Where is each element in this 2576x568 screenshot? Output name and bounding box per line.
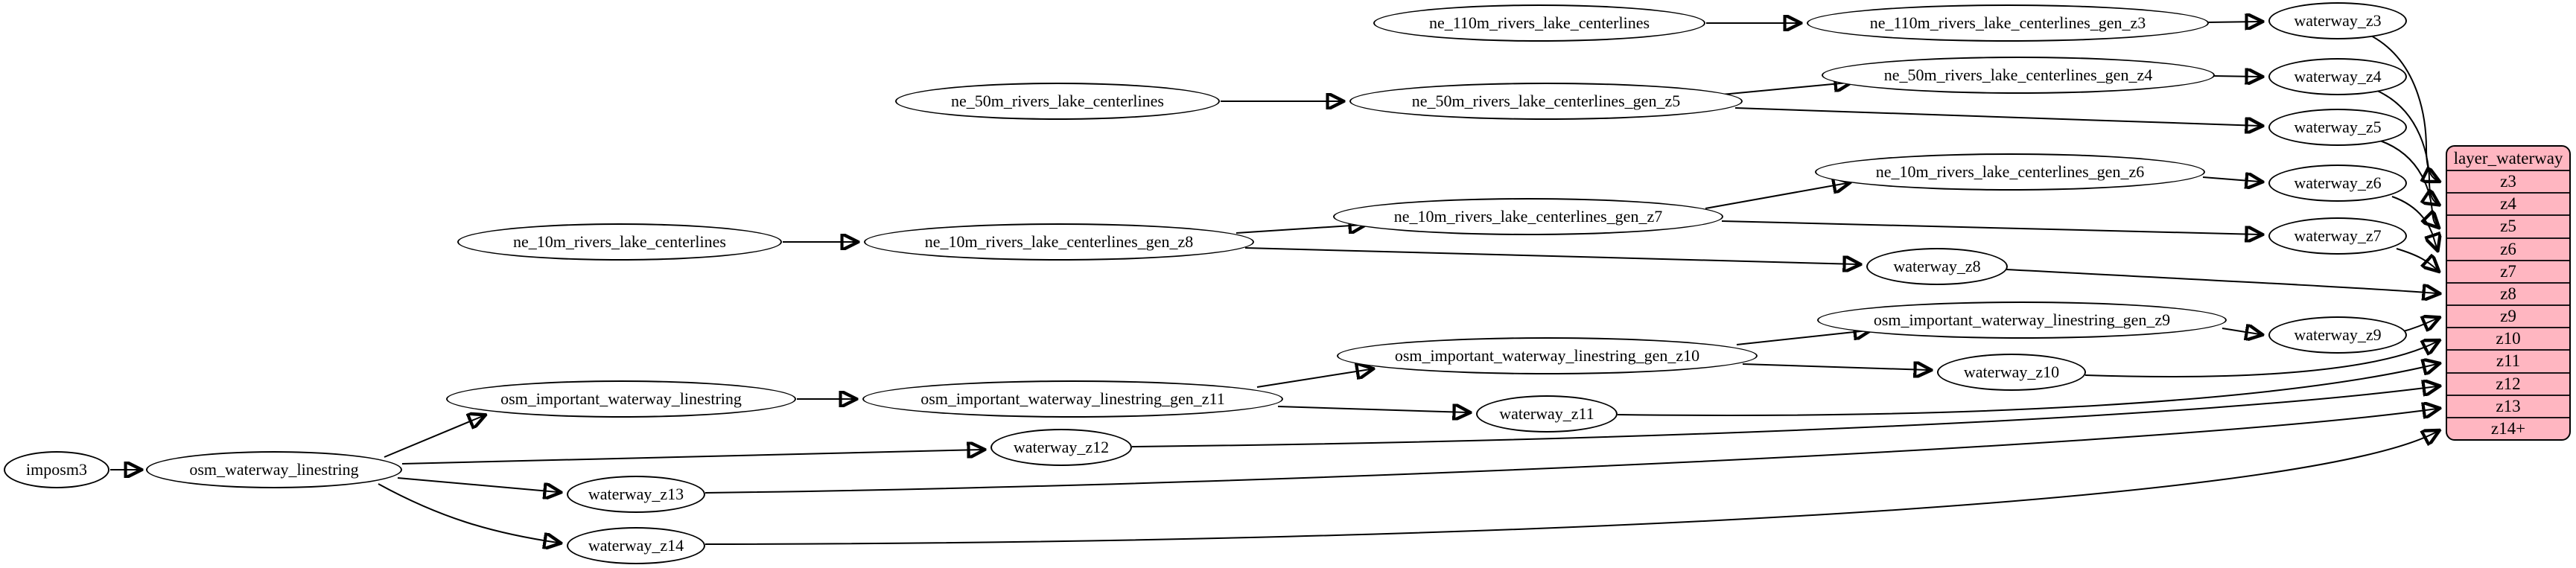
edge-waterway-z9-row-z9: [2400, 319, 2437, 333]
node-ne-10m-rivers-lake-centerlines-gen-z8: ne_10m_rivers_lake_centerlines_gen_z8: [864, 223, 1254, 261]
edge-gen-z11-waterway-z11: [1277, 406, 1467, 412]
edge-waterway-z8-row-z8: [2006, 269, 2437, 293]
node-waterway-z10: waterway_z10: [1937, 354, 2086, 391]
layer-waterway-row-z6: z6: [2447, 239, 2569, 261]
edge-osm-waterway-linestring-waterway-z13: [397, 477, 558, 492]
edge-gen-z10-gen-z9: [1736, 331, 1868, 345]
layer-waterway-row-z3: z3: [2447, 171, 2569, 194]
layer-waterway-title: layer_waterway: [2447, 147, 2569, 171]
edge-gen-z10-waterway-z10: [1742, 364, 1928, 370]
node-ne-50m-rivers-lake-centerlines-gen-z4: ne_50m_rivers_lake_centerlines_gen_z4: [1822, 57, 2215, 94]
node-osm-important-waterway-linestring: osm_important_waterway_linestring: [446, 380, 796, 418]
edge-gen-z8-waterway-z8: [1244, 247, 1857, 264]
node-ne-50m-rivers-lake-centerlines: ne_50m_rivers_lake_centerlines: [895, 83, 1220, 120]
layer-waterway-row-z13: z13: [2447, 396, 2569, 418]
node-ne-10m-rivers-lake-centerlines: ne_10m_rivers_lake_centerlines: [457, 223, 782, 261]
edge-gen-z5-gen-z4: [1721, 83, 1848, 95]
edge-gen-z4-waterway-z4: [2213, 76, 2259, 77]
layer-waterway-row-z10: z10: [2447, 328, 2569, 351]
layer-waterway-row-z7: z7: [2447, 261, 2569, 284]
edge-gen-z8-gen-z7: [1235, 225, 1363, 233]
node-waterway-z7: waterway_z7: [2268, 217, 2407, 255]
edge-osm-waterway-linestring-waterway-z14: [378, 483, 558, 543]
node-waterway-z3: waterway_z3: [2268, 2, 2407, 39]
node-waterway-z4: waterway_z4: [2268, 58, 2407, 95]
edge-gen-z5-waterway-z5: [1734, 107, 2259, 126]
edge-gen-z7-gen-z6: [1705, 183, 1847, 209]
layer-waterway-row-z4: z4: [2447, 194, 2569, 217]
edge-gen-z6-waterway-z6: [2202, 177, 2259, 182]
layer-waterway-row-z11: z11: [2447, 351, 2569, 374]
edge-waterway-z5-row-z5: [2379, 140, 2437, 226]
layer-waterway-row-z8: z8: [2447, 284, 2569, 307]
node-waterway-z12: waterway_z12: [990, 429, 1132, 466]
edge-waterway-z7-row-z7: [2396, 248, 2437, 269]
edge-osm-waterway-linestring-waterway-z12: [401, 450, 982, 465]
node-waterway-z5: waterway_z5: [2268, 109, 2407, 146]
node-ne-10m-rivers-lake-centerlines-gen-z7: ne_10m_rivers_lake_centerlines_gen_z7: [1333, 198, 1723, 235]
node-osm-important-waterway-linestring-gen-z10: osm_important_waterway_linestring_gen_z1…: [1337, 337, 1758, 374]
edge-waterway-z11-row-z11: [1617, 364, 2437, 416]
layer-waterway-row-z14plus: z14+: [2490, 418, 2526, 438]
layer-waterway-row-z5: z5: [2447, 216, 2569, 239]
edge-waterway-z3-row-z3: [2367, 33, 2437, 180]
node-waterway-z6: waterway_z6: [2268, 165, 2407, 202]
node-imposm3: imposm3: [4, 451, 109, 488]
layer-waterway-record: layer_waterway z3 z4 z5 z6 z7 z8 z9 z10 …: [2446, 145, 2571, 441]
node-waterway-z11: waterway_z11: [1476, 395, 1618, 433]
edge-osm-waterway-linestring-osm-important-waterway-linestring: [384, 416, 483, 458]
edge-gen-z7-waterway-z7: [1721, 220, 2259, 234]
edge-waterway-z14-row-z14plus: [705, 432, 2437, 545]
node-waterway-z9: waterway_z9: [2268, 316, 2407, 354]
node-ne-110m-rivers-lake-centerlines: ne_110m_rivers_lake_centerlines: [1373, 4, 1705, 42]
node-osm-waterway-linestring: osm_waterway_linestring: [146, 451, 402, 488]
node-ne-10m-rivers-lake-centerlines-gen-z6: ne_10m_rivers_lake_centerlines_gen_z6: [1815, 153, 2205, 191]
node-waterway-z14: waterway_z14: [567, 527, 705, 564]
edge-waterway-z6-row-z6: [2391, 196, 2437, 248]
edge-gen-z11-gen-z10: [1256, 369, 1370, 388]
layer-waterway-row-z9: z9: [2447, 306, 2569, 329]
node-ne-110m-rivers-lake-centerlines-gen-z3: ne_110m_rivers_lake_centerlines_gen_z3: [1807, 4, 2209, 42]
node-waterway-z13: waterway_z13: [567, 476, 705, 513]
edge-waterway-z12-row-z12: [1131, 386, 2437, 447]
edge-waterway-z4-row-z4: [2375, 89, 2437, 203]
edge-waterway-z10-row-z10: [2084, 342, 2437, 378]
edge-waterway-z13-row-z13: [705, 409, 2437, 494]
node-osm-important-waterway-linestring-gen-z9: osm_important_waterway_linestring_gen_z9: [1817, 301, 2227, 339]
layer-waterway-row-z12: z12: [2447, 374, 2569, 396]
node-osm-important-waterway-linestring-gen-z11: osm_important_waterway_linestring_gen_z1…: [862, 380, 1283, 418]
node-waterway-z8: waterway_z8: [1866, 248, 2008, 285]
node-ne-50m-rivers-lake-centerlines-gen-z5: ne_50m_rivers_lake_centerlines_gen_z5: [1349, 83, 1743, 120]
edge-gen-z9-waterway-z9: [2222, 328, 2259, 334]
